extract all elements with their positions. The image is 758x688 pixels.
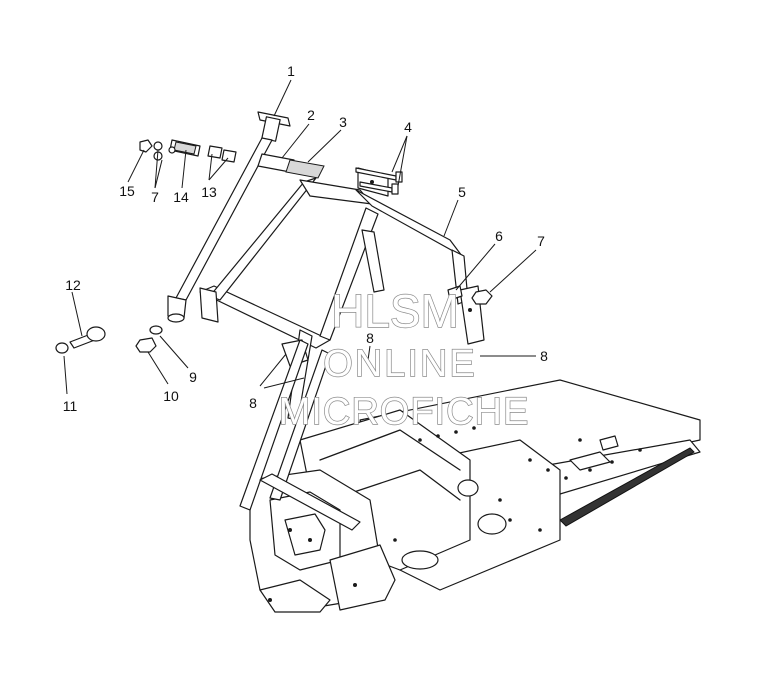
nut-part-10 xyxy=(135,337,157,353)
callout-2: 2 xyxy=(307,107,315,123)
bolt-part-6 xyxy=(447,285,463,301)
hardware-cluster-top-left xyxy=(139,139,237,163)
nut-part-7-right xyxy=(471,289,493,305)
callout-11: 11 xyxy=(63,398,78,414)
watermark: HLSM ONLINE MICROFICHE xyxy=(278,284,530,433)
washer-part-9 xyxy=(149,325,163,335)
callout-1: 1 xyxy=(287,63,295,79)
callout-14: 14 xyxy=(173,189,189,205)
callout-13: 13 xyxy=(201,184,217,200)
callout-6: 6 xyxy=(495,228,503,244)
callout-8-left: 8 xyxy=(249,395,257,411)
callout-8-right: 8 xyxy=(540,348,548,364)
front-bulkhead xyxy=(249,469,396,613)
watermark-line-2: ONLINE xyxy=(323,343,476,385)
pad-part-3 xyxy=(285,159,325,179)
upper-frame-hoop xyxy=(199,167,485,531)
callout-7-left: 7 xyxy=(151,189,159,205)
callout-7-right: 7 xyxy=(537,233,545,249)
callout-10: 10 xyxy=(163,388,179,404)
callout-12: 12 xyxy=(65,277,81,293)
watermark-line-1: HLSM xyxy=(331,285,459,337)
callout-9: 9 xyxy=(189,369,197,385)
callout-8-center: 8 xyxy=(366,330,374,346)
callout-3: 3 xyxy=(339,114,347,130)
leader-lines xyxy=(63,79,537,395)
steering-post xyxy=(167,111,291,323)
callout-5: 5 xyxy=(458,184,466,200)
callout-4: 4 xyxy=(404,119,412,135)
callout-15: 15 xyxy=(119,183,135,199)
callout-labels: 1 2 3 4 5 6 7 7 8 8 8 9 10 11 12 13 14 1… xyxy=(63,63,548,414)
bolts-part-4 xyxy=(355,167,403,195)
watermark-line-3: MICROFICHE xyxy=(279,391,530,433)
loose-hardware xyxy=(55,139,493,354)
ball-joint-parts-11-12 xyxy=(55,326,106,354)
